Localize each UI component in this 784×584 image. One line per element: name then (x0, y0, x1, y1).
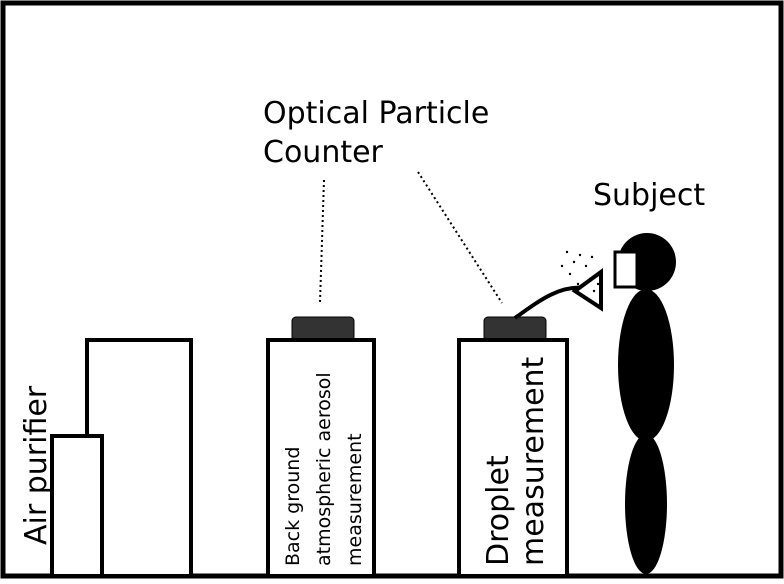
optical-counter-label-line1: Optical Particle (263, 96, 489, 131)
leader-line-droplet-counter (417, 171, 503, 304)
subject-figure (613, 233, 676, 574)
background-counter-head (291, 316, 355, 342)
background-label-line1: Back ground (282, 447, 304, 566)
droplet-particles (560, 250, 600, 299)
droplet-counter-head (483, 316, 547, 342)
droplet-dot (596, 282, 600, 286)
droplet-label-line2: measurement (516, 356, 551, 566)
background-label-line2: atmospheric aerosol (313, 372, 335, 566)
droplet-dot (565, 250, 569, 254)
droplet-dot (584, 264, 588, 268)
air-purifier-label: Air purifier (19, 385, 54, 545)
background-measurement-box (266, 338, 376, 578)
droplet-dot (572, 260, 576, 264)
subject-torso (618, 289, 674, 441)
subject-label: Subject (593, 178, 705, 213)
droplet-measurement-box (457, 338, 569, 578)
air-purifier (50, 338, 193, 578)
background-measurement-unit (266, 316, 376, 578)
air-purifier-tall-unit (85, 338, 193, 578)
droplet-dot (560, 264, 564, 268)
subject-legs (625, 434, 667, 574)
droplet-label-line1: Droplet (481, 455, 516, 566)
droplet-dot (578, 253, 582, 257)
background-label-line3: measurement (344, 433, 366, 566)
droplet-dot (568, 272, 572, 276)
air-purifier-short-unit (50, 434, 104, 578)
droplet-dot (588, 277, 592, 281)
sampling-funnel (571, 268, 603, 312)
droplet-dot (592, 289, 596, 293)
optical-counter-label-line2: Counter (263, 135, 384, 170)
droplet-measurement-unit (457, 316, 569, 578)
subject-mask (613, 250, 639, 289)
droplet-dot (590, 255, 594, 259)
leader-line-background-counter (319, 179, 325, 303)
droplet-dot (581, 295, 585, 299)
droplet-dot (576, 282, 580, 286)
